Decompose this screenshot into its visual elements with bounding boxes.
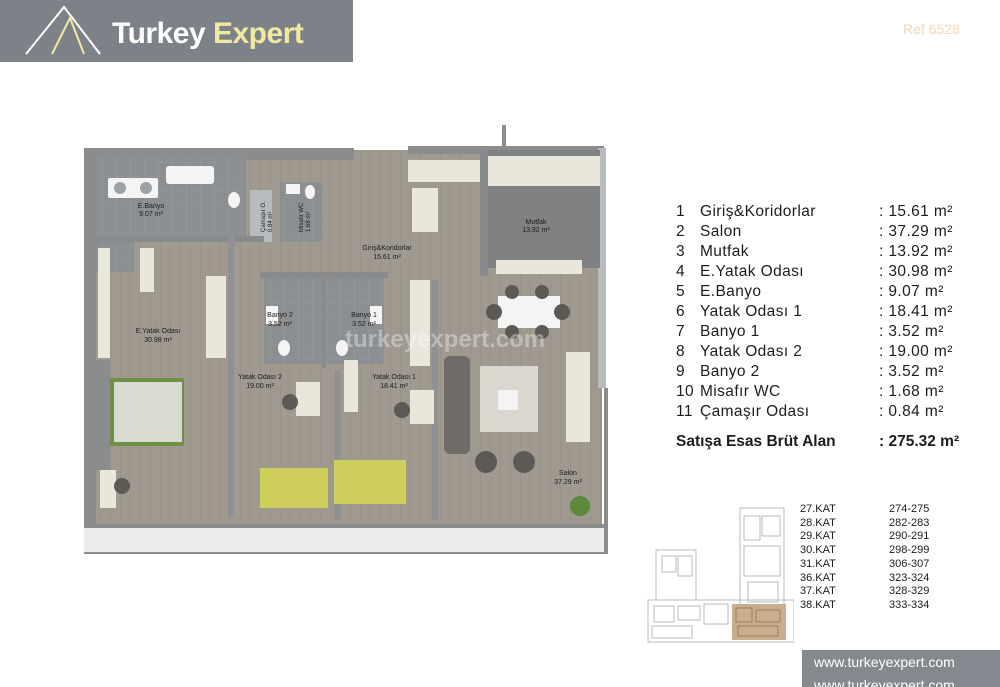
floor-label: 36.KAT — [800, 571, 836, 584]
balcony — [84, 528, 604, 552]
bed-yatak-2 — [260, 468, 328, 508]
unit-range: 282-283 — [889, 516, 930, 529]
room-area: : 3.52 m² — [879, 323, 944, 340]
room-number: 3 — [676, 243, 686, 260]
area-banyo-1: 3.52 m² — [352, 321, 376, 328]
unit-range: 328-329 — [889, 585, 930, 598]
room-number: 4 — [676, 263, 686, 280]
brand-part-2: Expert — [205, 17, 304, 50]
room-camasir — [250, 190, 272, 242]
room-area: : 13.92 m² — [879, 243, 953, 260]
unit-range: 298-299 — [889, 544, 930, 557]
brand-part-1: Turkey — [112, 17, 206, 50]
label-banyo-2: Banyo 2 — [267, 312, 293, 319]
building-key-plan — [647, 507, 794, 643]
logo-banner: Turkey Expert — [0, 0, 353, 62]
room-number: 7 — [676, 323, 686, 340]
room-number: 9 — [676, 363, 686, 380]
label-e-banyo: E.Banyo — [138, 203, 165, 210]
unit-range: 274-275 — [889, 503, 930, 515]
room-number: 2 — [676, 223, 686, 240]
area-e-banyo: 9.07 m² — [139, 211, 163, 218]
area-salon: 37.29 m² — [554, 479, 582, 486]
label-camasir: Çamaşır O. — [261, 201, 267, 232]
room-number: 5 — [676, 283, 686, 300]
floor-label: 30.KAT — [800, 544, 836, 557]
room-area: : 3.52 m² — [879, 363, 944, 380]
unit-range: 306-307 — [889, 557, 930, 570]
total-area-row: Satışa Esas Brüt Alan : 275.32 m² — [676, 433, 959, 451]
area-mutfak: 13.92 m² — [522, 227, 550, 234]
dining-table — [498, 296, 560, 328]
room-number: 10 — [676, 383, 695, 400]
area-camasir: 0.84 m² — [268, 212, 274, 232]
logo-mark-icon — [25, 5, 101, 55]
label-e-yatak: E.Yatak Odası — [136, 328, 181, 335]
room-name: Çamaşır Odası — [700, 403, 810, 420]
label-salon: Salon — [559, 470, 577, 477]
website-url[interactable]: www.turkeyexpert.com — [814, 654, 955, 670]
area-misafir: 1.68 m² — [306, 212, 312, 232]
floor-label: 27.KAT — [800, 503, 836, 515]
area-giris: 15.61 m² — [373, 254, 401, 261]
room-name: Mutfak — [700, 243, 749, 260]
sofa — [444, 356, 470, 454]
floor-label: 31.KAT — [800, 557, 836, 570]
label-yatak-2: Yatak Odası 2 — [238, 374, 282, 381]
total-label: Satışa Esas Brüt Alan — [676, 433, 836, 450]
unit-range: 333-334 — [889, 598, 930, 611]
floor-label: 37.KAT — [800, 585, 836, 598]
room-area: : 9.07 m² — [879, 283, 944, 300]
plant-icon — [570, 496, 590, 516]
brand-name: Turkey Expert — [112, 17, 304, 51]
watermark: turkeyexpert.com — [345, 326, 546, 353]
label-yatak-1: Yatak Odası 1 — [372, 374, 416, 381]
reference-number: Ref 6528 — [903, 21, 960, 37]
room-area: : 0.84 m² — [879, 403, 944, 420]
room-name: Banyo 1 — [700, 323, 760, 340]
room-name: Yatak Odası 2 — [700, 343, 803, 360]
label-giris: Giriş&Koridorlar — [362, 245, 412, 252]
label-mutfak: Mutfak — [525, 219, 547, 226]
room-name: Giriş&Koridorlar — [700, 203, 816, 220]
room-number: 1 — [676, 203, 686, 220]
room-area: : 19.00 m² — [879, 343, 953, 360]
floor-label: 38.KAT — [800, 598, 836, 611]
tv-unit — [566, 352, 590, 442]
room-area: : 37.29 m² — [879, 223, 953, 240]
floor-plan: E.Banyo 9.07 m² Çamaşır O. 0.84 m² Misaf… — [84, 125, 608, 554]
room-name: E.Yatak Odası — [700, 263, 804, 280]
total-area: : 275.32 m² — [879, 433, 960, 450]
room-number: 8 — [676, 343, 686, 360]
website-url-repeat[interactable]: www.turkeyexpert.com — [814, 677, 955, 687]
website-badge: www.turkeyexpert.com www.turkeyexpert.co… — [802, 650, 1000, 687]
floor-label: 28.KAT — [800, 516, 836, 529]
room-name: Banyo 2 — [700, 363, 760, 380]
area-banyo-2: 3.52 m² — [268, 321, 292, 328]
floor-label: 29.KAT — [800, 530, 836, 543]
area-yatak-2: 19.00 m² — [246, 383, 274, 390]
unit-range: 323-324 — [889, 571, 930, 584]
area-yatak-1: 18.41 m² — [380, 383, 408, 390]
room-name: Misafır WC — [700, 383, 781, 400]
room-area: : 18.41 m² — [879, 303, 953, 320]
room-number: 11 — [676, 403, 693, 420]
bed-yatak-1 — [334, 460, 406, 504]
unit-range: 290-291 — [889, 530, 930, 543]
room-name: Salon — [700, 223, 742, 240]
room-area: : 30.98 m² — [879, 263, 953, 280]
label-banyo-1: Banyo 1 — [351, 312, 377, 319]
room-name: Yatak Odası 1 — [700, 303, 803, 320]
room-number: 6 — [676, 303, 686, 320]
room-area: : 1.68 m² — [879, 383, 944, 400]
room-area: : 15.61 m² — [879, 203, 953, 220]
room-name: E.Banyo — [700, 283, 762, 300]
area-e-yatak: 30.98 m² — [144, 337, 172, 344]
label-misafir: Misafir WC — [299, 202, 305, 232]
